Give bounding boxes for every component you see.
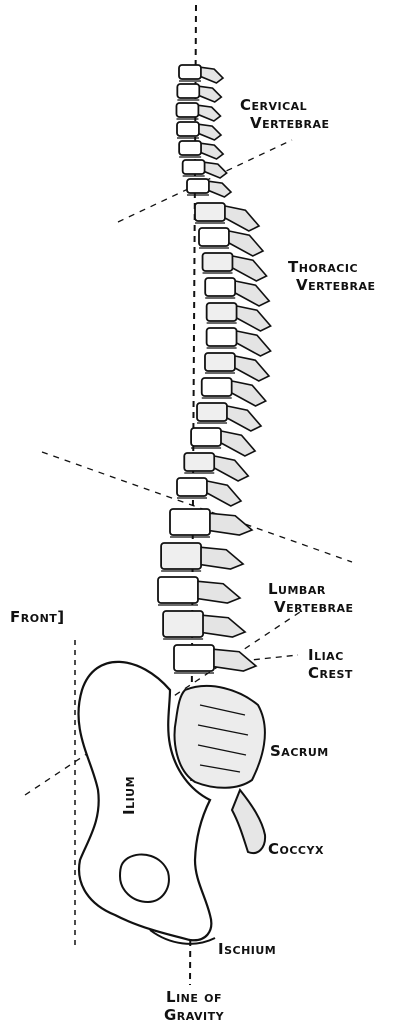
cervical-vertebra — [177, 122, 221, 140]
thoracic-vertebra — [205, 353, 269, 381]
label-front: Front] — [10, 608, 65, 626]
label-thoracic-line1: Thoracic — [288, 258, 376, 276]
label-lumbar-line1: Lumbar — [268, 580, 354, 598]
thoracic-vertebra — [197, 403, 261, 431]
cervical-vertebrae — [176, 65, 231, 197]
thoracic-vertebrae — [177, 203, 271, 506]
thoracic-vertebra — [199, 228, 263, 256]
thoracic-vertebra — [207, 303, 271, 331]
cervical-vertebra — [187, 179, 231, 197]
label-iliac-line2: Crest — [308, 664, 353, 682]
label-ischium: Ischium — [218, 940, 276, 958]
lumbar-vertebrae — [158, 509, 256, 673]
lumbar-vertebra — [170, 509, 252, 537]
thoracic-vertebra — [203, 253, 267, 281]
thoracic-vertebra — [184, 453, 248, 481]
cervical-vertebra — [176, 103, 220, 121]
label-sacrum: Sacrum — [270, 742, 329, 760]
coccyx — [232, 790, 265, 853]
thoracic-vertebra — [191, 428, 255, 456]
label-cervical-vertebrae: Cervical Vertebrae — [240, 96, 330, 132]
obturator-foramen — [120, 854, 169, 902]
label-coccyx: Coccyx — [268, 840, 324, 858]
spinal-column — [158, 65, 271, 673]
cervical-vertebra — [179, 141, 223, 159]
thoracic-vertebra — [205, 278, 269, 306]
label-thoracic-vertebrae: Thoracic Vertebrae — [288, 258, 376, 294]
label-lumbar-vertebrae: Lumbar Vertebrae — [268, 580, 354, 616]
thoracic-vertebra — [202, 378, 266, 406]
lumbar-vertebra — [163, 611, 245, 639]
label-iliac-crest: Iliac Crest — [308, 646, 353, 682]
sacrum — [175, 686, 265, 788]
label-iliac-line1: Iliac — [308, 646, 353, 664]
lumbar-vertebra — [158, 577, 240, 605]
thoracic-vertebra — [207, 328, 271, 356]
label-cervical-line1: Cervical — [240, 96, 330, 114]
thoracic-vertebra — [195, 203, 259, 231]
label-line-of-gravity: Line of Gravity — [142, 988, 246, 1024]
label-lumbar-line2: Vertebrae — [274, 598, 354, 616]
label-gravity-line2: Gravity — [142, 1006, 246, 1024]
lumbar-vertebra — [161, 543, 243, 571]
label-ilium: Ilium — [120, 776, 138, 815]
thoracic-vertebra — [177, 478, 241, 506]
label-gravity-line1: Line of — [142, 988, 246, 1006]
label-thoracic-line2: Vertebrae — [296, 276, 376, 294]
cervical-vertebra — [183, 160, 227, 178]
cervical-vertebra — [179, 65, 223, 83]
cervical-vertebra — [177, 84, 221, 102]
label-cervical-line2: Vertebrae — [250, 114, 330, 132]
